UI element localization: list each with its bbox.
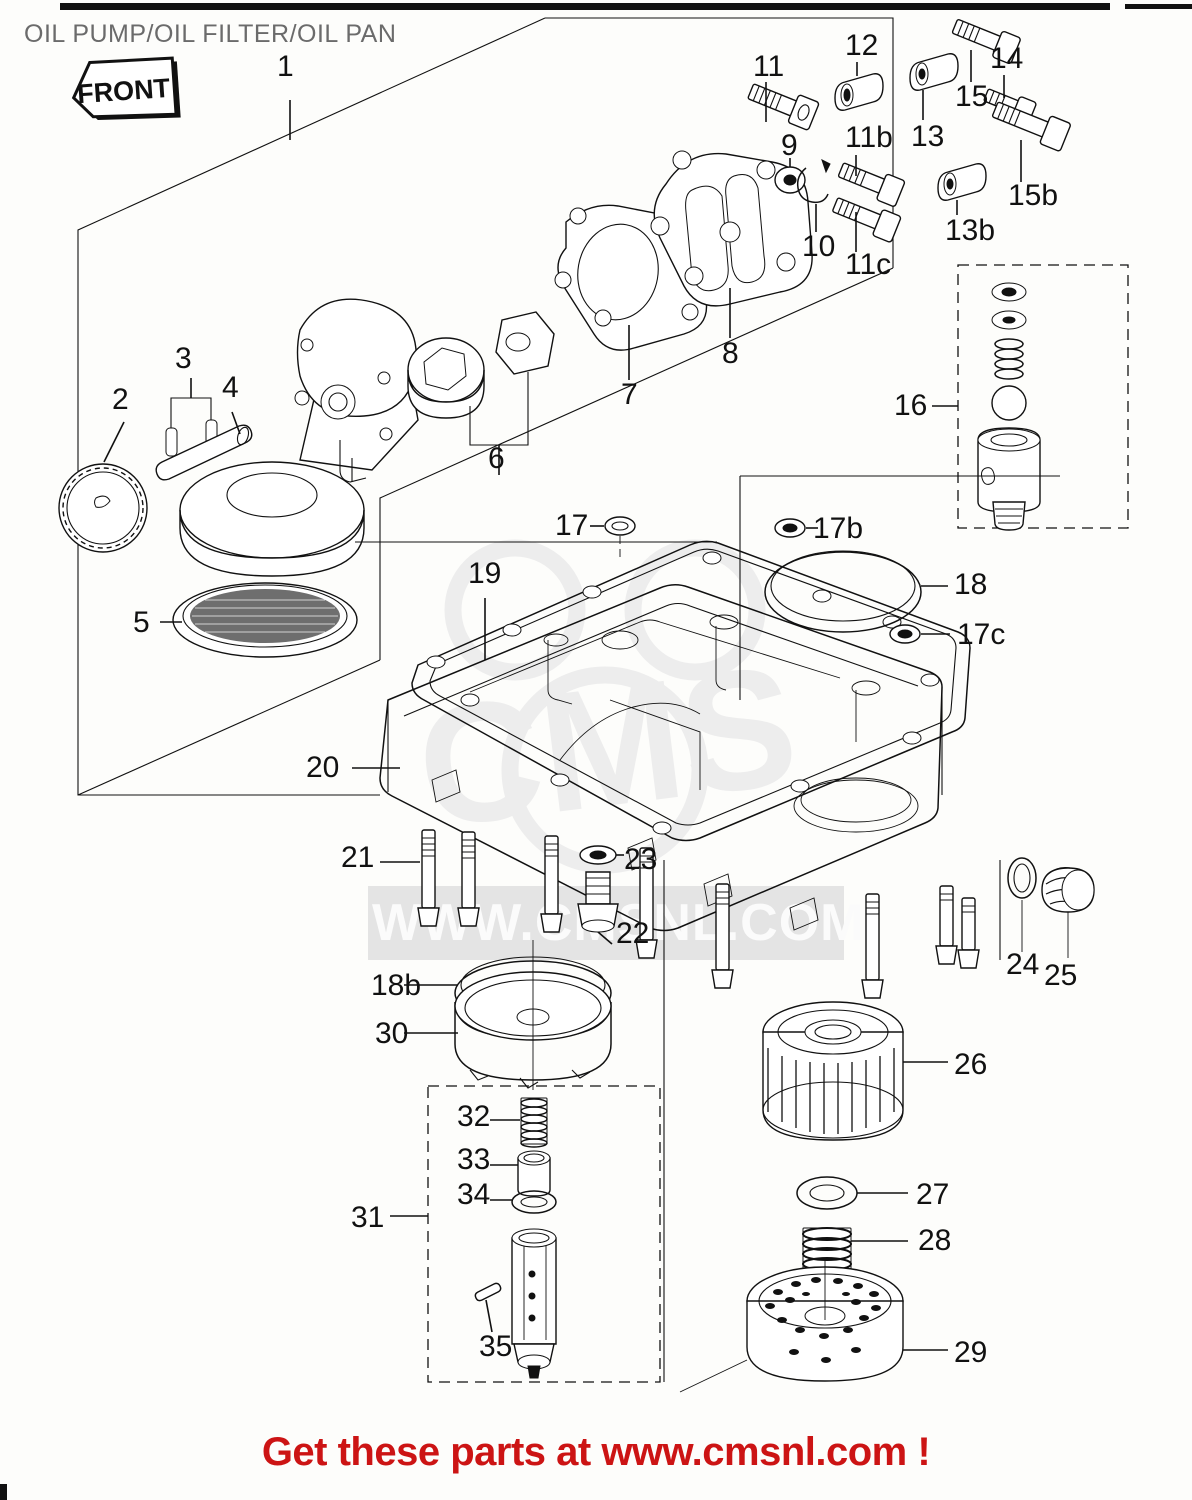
callout-4: 4 [222,371,239,404]
part-circlip [796,159,831,232]
callout-21: 21 [341,841,375,874]
part-o-ring-18-upper [764,550,948,633]
callout-7: 7 [621,378,638,411]
callout-15: 15 [955,80,989,113]
part-pump-shaft [155,411,253,481]
callout-15b: 15b [1008,179,1059,212]
callout-17b: 17b [813,512,864,545]
callout-26: 26 [954,1048,988,1081]
callout-11: 11 [753,50,785,83]
svg-text:FRONT: FRONT [76,73,171,109]
scan-artifact-bar [60,3,1110,10]
part-pump-pins [165,378,218,457]
part-washer-27 [796,1176,908,1210]
part-filter-element-26 [762,1001,948,1141]
callout-16: 16 [894,389,928,422]
callout-12: 12 [845,29,879,62]
callout-13: 13 [911,120,945,153]
callout-28: 28 [918,1224,952,1257]
callout-19: 19 [468,557,502,590]
callout-35: 35 [479,1330,513,1363]
part-o-ring-34 [490,1190,557,1214]
callout-9: 9 [781,129,798,162]
callout-33: 33 [457,1143,491,1176]
part-collar-12 [834,62,884,111]
callout-5: 5 [133,606,150,639]
part-o-rings-17 [590,516,950,644]
part-relief-kit-31 [390,1085,661,1383]
part-pump-body [179,298,419,577]
callout-8: 8 [722,337,739,370]
callout-3: 3 [175,342,192,375]
callout-18b: 18b [371,969,422,1002]
part-filter-bolt-24-25 [1007,857,1095,958]
part-valve-body-35 [474,1228,557,1379]
callout-10: 10 [802,230,836,263]
callout-22: 22 [616,917,650,950]
part-pan-bolts-21 [380,829,480,927]
part-drive-sprocket [58,421,148,553]
callout-6: 6 [488,442,505,475]
callout-18: 18 [954,568,988,601]
callout-14: 14 [990,42,1024,75]
callout-27: 27 [916,1178,950,1211]
part-drain-bolt-22-23 [577,845,624,945]
footer-promo-text: Get these parts at www.cmsnl.com ! [261,1430,931,1474]
part-pan-bolts-extra [540,835,980,999]
callout-20: 20 [306,751,340,784]
callout-17: 17 [555,509,589,542]
part-dowels-13 [909,53,987,215]
callout-23: 23 [624,843,658,876]
callout-11c: 11c [845,248,892,281]
front-orientation-badge: FRONT [64,52,196,138]
part-spring-32 [490,1097,548,1148]
scan-artifact-bar-right [1125,4,1192,9]
part-oil-screen [160,582,358,658]
part-bolts-15 [951,19,1071,182]
callout-13b: 13b [945,214,996,247]
callout-17c: 17c [957,618,1006,651]
page-title: OIL PUMP/OIL FILTER/OIL PAN [24,20,397,48]
callout-25: 25 [1044,959,1078,992]
callout-11b: 11b [845,121,893,154]
callout-29: 29 [954,1336,988,1369]
part-bushing-33 [490,1150,551,1197]
part-pump-cover [650,150,813,338]
part-relief-valve-16 [932,264,1129,531]
callout-31: 31 [351,1201,385,1234]
callout-32: 32 [457,1100,491,1133]
callout-24: 24 [1006,948,1040,981]
callout-2: 2 [112,383,129,416]
part-rotor-set [407,311,555,475]
part-filter-cover-30 [404,940,612,1090]
part-filter-cap-29 [679,1260,948,1393]
callout-1: 1 [277,50,294,83]
callout-30: 30 [375,1017,409,1050]
part-oil-pan [352,584,943,940]
callout-34: 34 [457,1178,491,1211]
scan-artifact-corner [0,1484,7,1500]
part-bolts-11 [747,82,906,252]
